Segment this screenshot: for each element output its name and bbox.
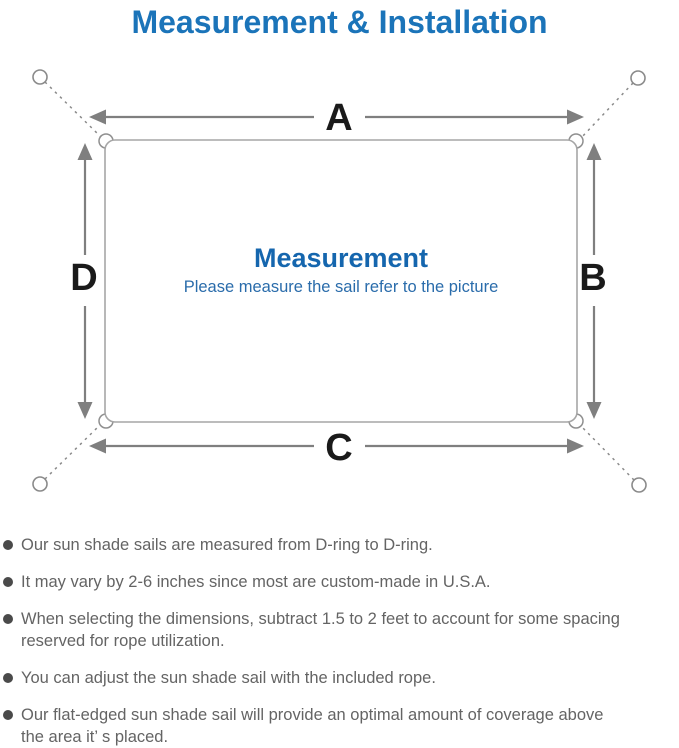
rope-line-bottom-left [44,424,101,480]
side-label-b: B [579,257,606,299]
note-text: It may vary by 2-6 inches since most are… [21,573,491,591]
diagram-center-title: Measurement [254,243,428,273]
measure-arrow-bottom [89,438,584,454]
rope-line-bottom-right [580,425,635,481]
bullet-dot-icon [3,710,13,720]
list-item: Our flat-edged sun shade sail will provi… [3,704,675,748]
measure-arrow-left [77,143,93,419]
note-text: You can adjust the sun shade sail with t… [21,669,436,687]
rope-line-top-right [580,82,634,139]
diagram-center-subtitle: Please measure the sail refer to the pic… [184,278,499,296]
rope-line-top-left [44,81,102,138]
note-text: Our sun shade sails are measured from D-… [21,536,433,554]
notes-list: Our sun shade sails are measured from D-… [0,534,679,748]
list-item: When selecting the dimensions, subtract … [3,608,675,652]
side-label-c: C [325,427,352,469]
anchor-point-icon [32,69,48,85]
bullet-dot-icon [3,540,13,550]
list-item: Our sun shade sails are measured from D-… [3,534,675,556]
measurement-diagram: A B C D Measurement Please measure the s… [32,69,647,493]
measure-arrow-right [586,143,602,419]
list-item: It may vary by 2-6 inches since most are… [3,571,675,593]
side-label-a: A [325,97,352,139]
bullet-dot-icon [3,673,13,683]
anchor-point-icon [630,70,646,86]
measure-arrow-top [89,109,584,125]
note-text: When selecting the dimensions, subtract … [21,610,620,650]
page-title: Measurement & Installation [131,4,548,40]
list-item: You can adjust the sun shade sail with t… [3,667,675,689]
anchor-point-icon [631,477,647,493]
bullet-dot-icon [3,577,13,587]
anchor-point-icon [32,476,48,492]
note-text: Our flat-edged sun shade sail will provi… [21,706,604,746]
bullet-dot-icon [3,614,13,624]
shade-sail-outline [104,139,578,423]
side-label-d: D [70,257,97,299]
